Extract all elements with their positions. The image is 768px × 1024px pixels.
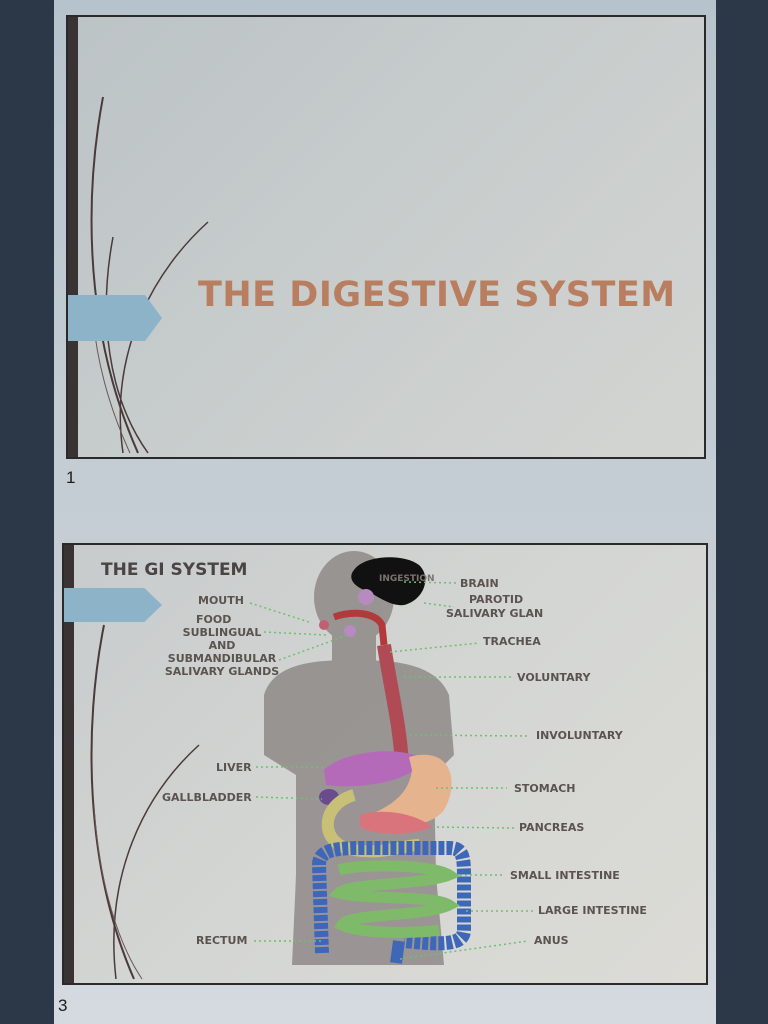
rectum-shape <box>390 940 405 964</box>
slide-3: THE GI SYSTEM <box>62 543 708 985</box>
liver-shape <box>324 751 424 787</box>
slide-left-bar <box>64 545 74 983</box>
slide-number: 3 <box>58 996 68 1015</box>
esophagus <box>377 643 409 766</box>
label-submandibular: SUBMANDIBULAR <box>167 652 277 665</box>
label-gallbladder: GALLBLADDER <box>162 791 252 804</box>
label-parotid-salivary: SALIVARY GLAN <box>446 607 544 620</box>
label-small-intestine: SMALL INTESTINE <box>510 869 620 882</box>
label-brain: BRAIN <box>460 577 499 590</box>
slide-left-bar <box>68 17 78 457</box>
label-ingestion: INGESTION <box>379 574 435 584</box>
label-food: FOOD <box>196 613 232 626</box>
label-involuntary: INVOLUNTARY <box>536 729 623 742</box>
label-pancreas: PANCREAS <box>519 821 585 834</box>
label-large-intestine: LARGE INTESTINE <box>538 904 647 917</box>
label-voluntary: VOLUNTARY <box>517 671 591 684</box>
label-mouth: MOUTH <box>198 594 244 607</box>
small-intestine-shape <box>328 860 461 938</box>
label-liver: LIVER <box>216 761 252 774</box>
label-trachea: TRACHEA <box>483 635 541 648</box>
label-sublingual: SUBLINGUAL <box>182 626 262 639</box>
pharynx <box>332 609 388 646</box>
slide-arrow-tab <box>68 295 162 341</box>
label-and: AND <box>208 639 236 652</box>
leader-lines <box>249 581 534 960</box>
label-parotid: PAROTID <box>469 593 524 606</box>
slide-title: THE DIGESTIVE SYSTEM <box>198 275 676 315</box>
sublingual-gland <box>344 625 356 637</box>
mouth-food <box>319 620 329 630</box>
digestive-system-diagram <box>249 551 534 965</box>
label-anus: ANUS <box>534 934 569 947</box>
label-rectum: RECTUM <box>196 934 248 947</box>
stomach-shape <box>369 754 452 826</box>
large-intestine-shape <box>311 841 471 954</box>
slide-1: THE DIGESTIVE SYSTEM <box>66 15 706 459</box>
slide-arrow-tab <box>64 588 162 622</box>
slide-number: 1 <box>66 468 76 487</box>
label-salivary-glands: SALIVARY GLANDS <box>164 665 280 678</box>
parotid-gland <box>358 589 374 605</box>
label-stomach: STOMACH <box>514 782 576 795</box>
pancreas-shape <box>360 811 432 834</box>
decorative-curves <box>90 96 209 454</box>
slide-title: THE GI SYSTEM <box>101 560 248 580</box>
brain-shape <box>351 557 426 606</box>
